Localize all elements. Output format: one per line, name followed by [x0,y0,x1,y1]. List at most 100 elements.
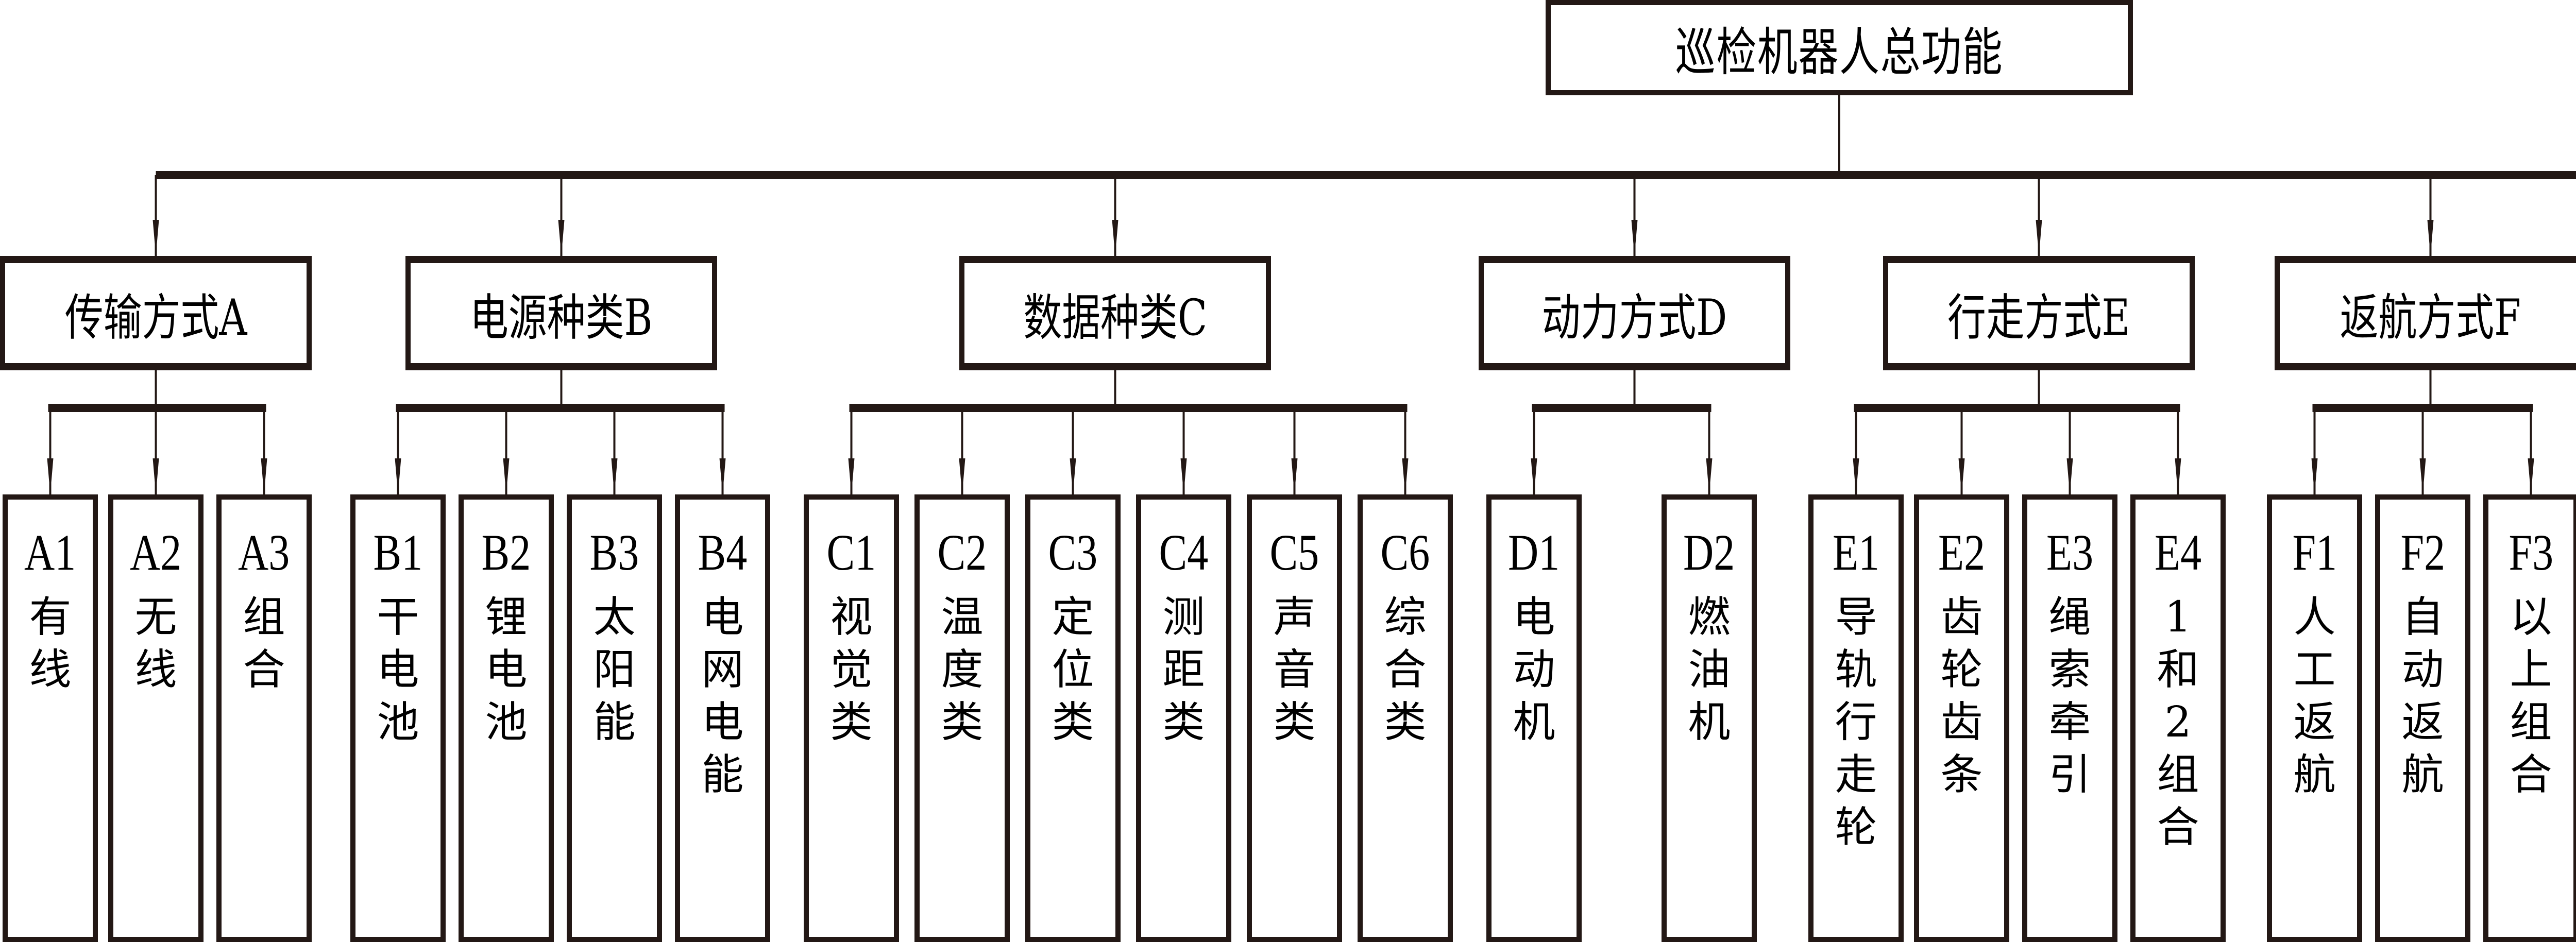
sub-bus-line [1532,404,1711,412]
leaf-text: 绳索牵引 [2048,593,2091,799]
leaf-code: F2 [2400,524,2445,581]
sub-bus-line [1854,404,2180,412]
leaf-code: F3 [2509,524,2553,581]
leaf-node: E3 绳索牵引 [2022,494,2117,942]
leaf-node: B2 锂电池 [459,494,554,942]
leaf-code: D2 [1683,524,1735,581]
leaf-text: 1和2组合 [2157,593,2199,852]
arrow-icon [2427,220,2434,256]
arrow-icon [2528,458,2534,494]
leaf-text: 测距类 [1162,593,1205,747]
leaf-code: D1 [1508,524,1560,581]
root-node: 巡检机器人总功能 [1546,0,2133,95]
leaf-code: B2 [481,524,531,581]
leaf-node: B3 太阳能 [567,494,662,942]
leaf-code: B4 [698,524,748,581]
leaf-content: B3 太阳能 [584,500,645,749]
leaf-text: 燃油机 [1688,593,1731,747]
leaf-code: C1 [826,524,876,581]
leaf-content: E4 1和2组合 [2149,500,2207,854]
leaf-code: E4 [2154,524,2202,581]
root-label: 巡检机器人总功能 [1675,22,2004,82]
leaf-text: 太阳能 [593,593,636,747]
arrow-icon [503,458,510,494]
leaf-code: B3 [589,524,639,581]
arrow-icon [2175,458,2181,494]
arrow-icon [261,458,267,494]
leaf-content: E2 齿轮齿条 [1933,500,1990,801]
arrow-icon [1853,458,1859,494]
leaf-text: 有线 [29,593,72,694]
sub-bus-line [396,404,725,412]
leaf-text: 声音类 [1273,593,1316,747]
leaf-code: F1 [2292,524,2337,581]
category-label: 数据种类C [1023,288,1207,347]
leaf-text: 锂电池 [485,593,528,747]
arrow-icon [848,458,855,494]
category-label: 动力方式D [1541,288,1727,347]
arrow-icon [152,458,159,494]
leaf-text: 干电池 [377,593,419,747]
leaf-text: 综合类 [1384,593,1427,747]
leaf-code: A1 [24,524,76,581]
leaf-node: B4 电网电能 [675,494,770,942]
arrow-icon [558,220,565,256]
leaf-content: C1 视觉类 [821,500,882,749]
leaf-node: E4 1和2组合 [2130,494,2226,942]
leaf-node: B1 干电池 [350,494,446,942]
leaf-content: F3 以上组合 [2504,500,2558,801]
arrow-icon [2311,458,2318,494]
leaf-node: C6 综合类 [1358,494,1453,942]
leaf-code: A2 [130,524,182,581]
category-label: 传输方式A [64,288,247,347]
leaf-text: 温度类 [941,593,984,747]
leaf-code: E2 [1938,524,1986,581]
arrow-icon [47,458,54,494]
category-node: 行走方式E [1883,256,2195,370]
leaf-text: 电网电能 [701,593,744,799]
arrow-icon [1070,458,1076,494]
leaf-code: C4 [1159,524,1209,581]
leaf-node: F3 以上组合 [2483,494,2576,942]
arrow-icon [2036,220,2042,256]
category-node: 电源种类B [405,256,717,370]
leaf-text: 视觉类 [830,593,873,747]
leaf-text: 定位类 [1052,593,1094,747]
leaf-node: E2 齿轮齿条 [1914,494,2009,942]
category-node: 动力方式D [1479,256,1790,370]
arrow-icon [1631,220,1638,256]
leaf-text: 电动机 [1513,593,1555,747]
leaf-text: 齿轮齿条 [1940,593,1983,799]
leaf-code: E3 [2046,524,2094,581]
leaf-node: A1 有线 [3,494,98,942]
main-bus-line [156,171,2576,179]
arrow-icon [1958,458,1965,494]
leaf-content: A1 有线 [19,500,81,696]
arrow-icon [719,458,726,494]
leaf-node: D2 燃油机 [1662,494,1757,942]
leaf-code: B1 [373,524,423,581]
arrow-icon [152,220,159,256]
leaf-content: B1 干电池 [368,500,428,749]
leaf-node: D1 电动机 [1486,494,1582,942]
leaf-content: C6 综合类 [1375,500,1435,749]
arrow-icon [959,458,965,494]
category-label: 电源种类B [470,288,653,347]
leaf-node: C4 测距类 [1136,494,1231,942]
leaf-text: 以上组合 [2510,593,2552,799]
leaf-code: C6 [1380,524,1430,581]
leaf-content: D2 燃油机 [1677,500,1740,749]
arrow-icon [1291,458,1298,494]
arrow-icon [2419,458,2426,494]
